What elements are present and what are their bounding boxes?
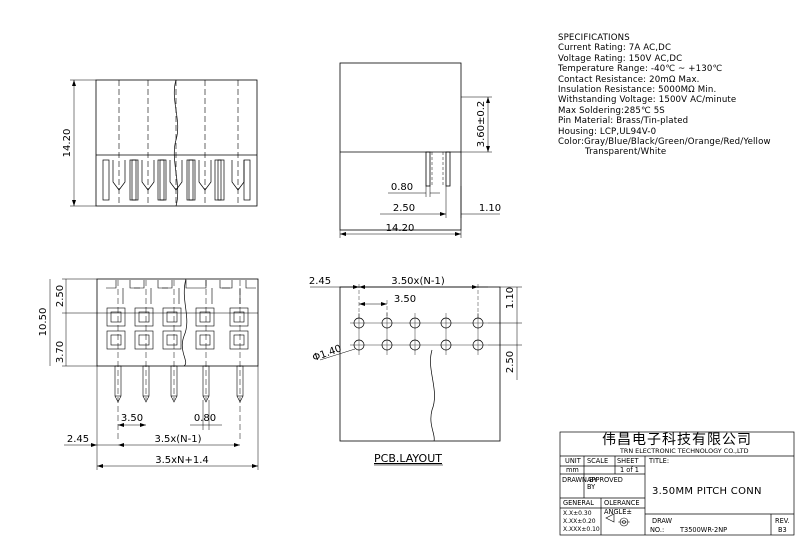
tolerance-2: X.XX±0.20 (563, 518, 596, 525)
spec-line: Color:Gray/Blue/Black/Green/Orange/Red/Y… (558, 137, 771, 148)
spec-line: Voltage Rating: 150V AC,DC (558, 53, 683, 64)
general-label: GENERAL (563, 499, 594, 507)
pcb-row-dim: 2.50 (505, 351, 516, 373)
front-height-dim: 14.20 (62, 129, 73, 158)
sheet-value: 1 of 1 (620, 466, 639, 474)
rev-value: B3 (778, 526, 787, 534)
title-label: TITLE: (649, 457, 670, 465)
title-block-frame (559, 431, 795, 536)
top-left-dim: 2.45 (67, 434, 89, 445)
pcb-span-dim: 3.50x(N-1) (391, 276, 445, 287)
spec-line: Pin Material: Brass/Tin-plated (558, 116, 689, 127)
side-right-dim: 1.10 (479, 203, 501, 214)
drawing-title: 3.50MM PITCH CONN (652, 486, 762, 497)
pcb-top-dim: 1.10 (505, 287, 516, 309)
pcb-left-dim: 2.45 (309, 276, 331, 287)
top-overall-dim: 3.5xN+1.4 (155, 455, 209, 466)
draw-label: DRAW (652, 517, 673, 525)
top-view: 2.50 10.50 3.70 3.50 0.80 2.45 3.5x(N-1)… (38, 278, 259, 470)
spec-line: Temperature Range: -40℃ ~ +130℃ (558, 64, 723, 75)
rev-label: REV. (775, 517, 790, 525)
pcb-pitch-dim: 3.50 (394, 294, 416, 305)
side-height-dim: 3.60±0.2 (476, 101, 487, 148)
side-pin-dim: 0.80 (391, 182, 413, 193)
specs-heading: SPECIFICATIONS (558, 33, 630, 43)
spec-line: Current Rating: 7A AC,DC (558, 43, 672, 54)
spec-line: Insulation Resistance: 5000MΩ Min. (558, 85, 717, 96)
spec-line: Housing: LCP,UL94V-0 (558, 126, 657, 137)
top-total-dim: 10.50 (38, 308, 49, 337)
spec-line: Transparent/White (585, 147, 667, 158)
specifications: SPECIFICATIONS Current Rating: 7A AC,DC … (558, 33, 771, 158)
sheet-label: SHEET (617, 457, 639, 465)
unit-value: mm (566, 466, 579, 474)
front-view: 14.20 (62, 79, 258, 207)
spec-line: Contact Resistance: 20mΩ Max. (558, 74, 700, 85)
tolerance-label: OLERANCE (604, 499, 640, 507)
tolerance-3: X.XXX±0.10 (563, 526, 600, 533)
drawn-label: DRAWN BY (562, 476, 598, 484)
angles-label: ANGLE± (604, 508, 632, 516)
no-label: NO.: (650, 526, 665, 534)
title-block: 伟昌电子科技有限公司 TRN ELECTRONIC TECHNOLOGY CO.… (560, 432, 794, 535)
top-upper-dim: 2.50 (55, 285, 66, 307)
top-span-dim: 3.5x(N-1) (154, 434, 201, 445)
top-pin-dim: 0.80 (194, 413, 216, 424)
unit-label: UNIT (565, 457, 581, 465)
drawing-number: T3500WR-2NP (680, 526, 728, 534)
side-offset-dim: 2.50 (393, 203, 415, 214)
pcb-hole-dim: Φ1.40 (311, 343, 343, 364)
top-lower-dim: 3.70 (55, 341, 66, 363)
top-pitch-dim: 3.50 (121, 413, 143, 424)
side-width-dim: 14.20 (386, 223, 415, 234)
spec-line: Max Soldering:285℃ 5S (558, 105, 665, 116)
pcb-layout-label: PCB.LAYOUT (374, 452, 442, 465)
company-name-en: TRN ELECTRONIC TECHNOLOGY CO.,LTD (620, 447, 749, 455)
spec-line: Withstanding Voltage: 1500V AC/minute (558, 95, 737, 106)
scale-label: SCALE (587, 457, 609, 465)
company-name-cn: 伟昌电子科技有限公司 (602, 432, 752, 448)
side-view: 3.60±0.2 0.80 2.50 1.10 14.20 (339, 62, 501, 238)
tolerance-1: X.X±0.30 (563, 510, 592, 517)
pcb-layout: 2.45 3.50x(N-1) 3.50 1.10 2.50 Φ1.40 PCB… (309, 276, 522, 466)
approved-label: APPROVED BY (587, 476, 623, 491)
